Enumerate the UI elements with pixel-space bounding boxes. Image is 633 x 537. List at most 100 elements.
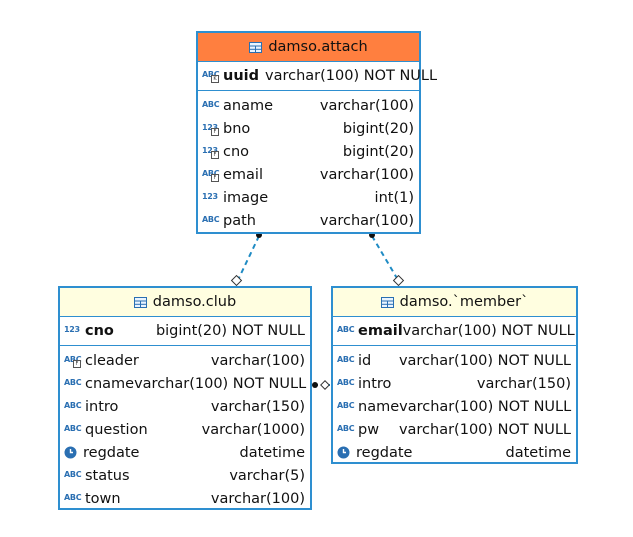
- abc-icon: ABC: [64, 400, 82, 410]
- column-type: varchar(100) NOT NULL: [134, 375, 307, 392]
- column-type: varchar(1000): [201, 421, 305, 438]
- abc-icon: ABC: [337, 423, 355, 433]
- num-icon: 123: [64, 325, 80, 334]
- column-name: cleader: [85, 352, 139, 369]
- column-name: status: [85, 467, 130, 484]
- table-member[interactable]: damso.`member` ABC email varchar(100) NO…: [331, 286, 578, 464]
- column-type: varchar(100): [319, 97, 414, 114]
- abc-icon: ABC: [64, 469, 82, 479]
- column-type: varchar(100) NOT NULL: [399, 398, 572, 415]
- column-type: varchar(150): [210, 398, 305, 415]
- table-title: damso.`member`: [399, 294, 529, 310]
- abc-icon: ABC: [337, 377, 355, 387]
- primary-key-row[interactable]: ABC email varchar(100) NOT NULL: [333, 317, 576, 346]
- table-header[interactable]: damso.attach: [198, 33, 419, 62]
- column-type: varchar(100) NOT NULL: [265, 68, 438, 84]
- column-type: varchar(100): [319, 212, 414, 229]
- club-member-one-end: [312, 382, 318, 388]
- column-type: varchar(100): [319, 166, 414, 183]
- column-name: aname: [223, 97, 274, 114]
- column-name: town: [85, 490, 121, 507]
- attach-member-link: [371, 235, 399, 281]
- column-name: cname: [85, 375, 135, 392]
- table-header[interactable]: damso.club: [60, 288, 310, 317]
- column-type: varchar(100) NOT NULL: [402, 323, 575, 339]
- column-name: name: [358, 398, 400, 415]
- abc-icon: ABC: [337, 400, 355, 410]
- attach-member-many-end: [392, 274, 405, 287]
- column-type: datetime: [505, 444, 571, 461]
- abc-key-icon: ABCK: [202, 69, 220, 83]
- column-row[interactable]: ABCFcleader varchar(100): [60, 349, 310, 372]
- column-row[interactable]: ABCFemail varchar(100): [198, 163, 419, 186]
- column-name: email: [223, 166, 263, 183]
- num-icon: 123: [202, 191, 218, 201]
- column-type: varchar(100) NOT NULL: [398, 352, 571, 369]
- attach-club-many-end: [230, 274, 243, 287]
- primary-key-row[interactable]: ABCK uuid varchar(100) NOT NULL: [198, 62, 437, 91]
- column-name: uuid: [223, 68, 259, 84]
- column-name: id: [358, 352, 372, 369]
- column-name: email: [358, 323, 403, 339]
- table-club[interactable]: damso.club 123 cno bigint(20) NOT NULL A…: [58, 286, 312, 510]
- table-icon: [133, 296, 147, 308]
- table-header[interactable]: damso.`member`: [333, 288, 576, 317]
- abc-icon: ABC: [64, 377, 82, 387]
- clock-icon: [64, 446, 79, 460]
- column-type: bigint(20): [342, 120, 414, 137]
- table-title: damso.club: [152, 294, 237, 310]
- column-type: varchar(5): [229, 467, 305, 484]
- column-name: intro: [358, 375, 392, 392]
- column-name: bno: [223, 120, 251, 137]
- club-member-many-end: [320, 380, 330, 390]
- column-name: path: [223, 212, 256, 229]
- table-icon: [380, 296, 394, 308]
- abc-icon: ABC: [337, 354, 355, 364]
- column-name: image: [223, 189, 269, 206]
- column-name: question: [85, 421, 148, 438]
- abc-icon: ABC: [64, 492, 82, 502]
- abc-icon: ABC: [64, 423, 82, 433]
- abc-fk-icon: ABCF: [64, 354, 82, 368]
- column-row[interactable]: regdate datetime: [333, 441, 576, 464]
- table-attach[interactable]: damso.attach ABCK uuid varchar(100) NOT …: [196, 31, 437, 234]
- table-title: damso.attach: [268, 39, 368, 55]
- column-name: intro: [85, 398, 119, 415]
- table-icon: [249, 41, 263, 53]
- column-name: regdate: [356, 444, 413, 461]
- abc-icon: ABC: [337, 325, 355, 334]
- column-type: varchar(150): [476, 375, 571, 392]
- column-name: cno: [85, 323, 114, 339]
- abc-icon: ABC: [202, 214, 220, 224]
- primary-key-row[interactable]: 123 cno bigint(20) NOT NULL: [60, 317, 310, 346]
- abc-icon: ABC: [202, 99, 220, 109]
- clock-icon: [337, 446, 352, 460]
- column-type: varchar(100) NOT NULL: [398, 421, 571, 438]
- column-name: pw: [358, 421, 380, 438]
- column-type: bigint(20): [342, 143, 414, 160]
- column-type: varchar(100): [210, 490, 305, 507]
- attach-club-link: [237, 235, 260, 281]
- column-type: varchar(100): [210, 352, 305, 369]
- column-name: regdate: [83, 444, 140, 461]
- column-type: bigint(20) NOT NULL: [155, 323, 305, 339]
- abc-fk-icon: ABCF: [202, 168, 220, 182]
